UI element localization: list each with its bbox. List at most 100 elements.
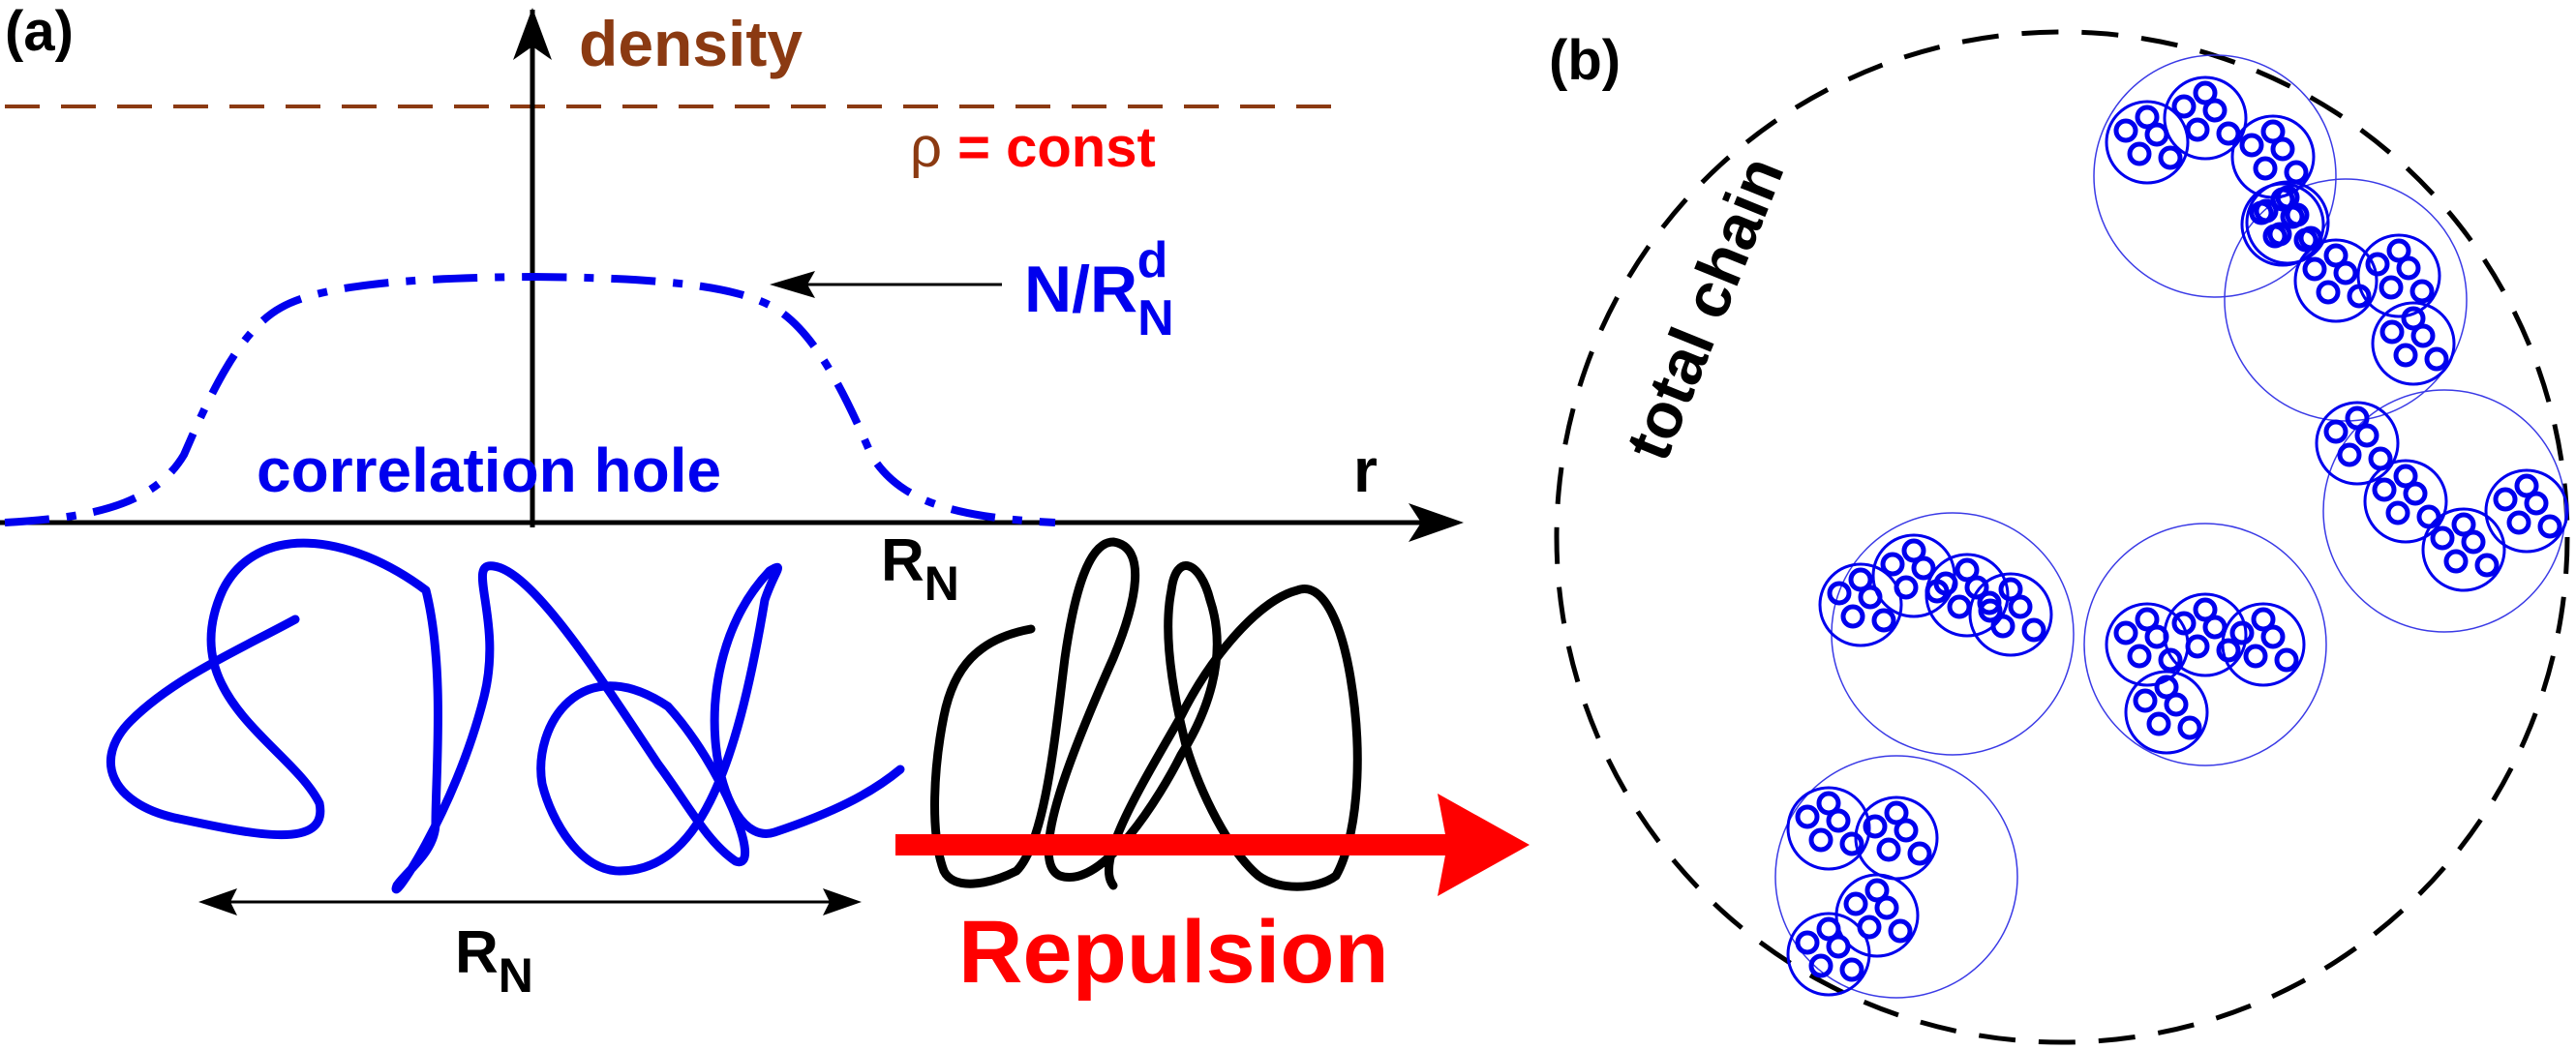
r-axis-arrowhead [1409,503,1464,542]
monomer-bead [1843,891,1868,916]
monomer-bead [1894,818,1919,843]
black-polymer-chain [930,537,1362,891]
cluster-circle-medium [1968,572,2053,657]
monomer-bead [1839,831,1864,856]
monomer-bead [2146,711,2171,736]
panel-a: (a) density r ρ = const N/RNd correlatio… [0,0,1530,1003]
monomer-bead [1874,895,1899,920]
monomer-bead [2274,647,2299,673]
chain-size-label: RN [455,919,533,1003]
monomer-bead [2443,549,2469,574]
monomer-bead [1947,594,1972,619]
monomer-bead [1955,557,1980,583]
cluster-circle-medium [1818,562,1903,647]
monomer-bead [1839,957,1864,982]
neighbor-size-subscript: N [924,556,959,611]
cluster-circle-medium [2363,459,2448,544]
monomer-bead [2260,119,2286,144]
curve-pointer-arrowhead [770,271,815,298]
monomer-bead [2229,620,2255,645]
cluster-circle-medium [2163,592,2248,677]
const-text: = const [942,116,1156,179]
monomer-bead [2216,638,2241,663]
monomer-bead [2275,185,2300,210]
chain-size-arrowhead-left [198,888,237,915]
fractal-chain [1774,54,2569,999]
monomer-bead [2193,80,2218,105]
monomer-bead [1871,608,1896,633]
curve-label-subscript: N [1137,290,1174,346]
curve-value-label: N/RNd [1024,232,1174,346]
monomer-bead [2267,222,2292,247]
density-axis-arrowhead [513,8,552,60]
monomer-bead [2270,136,2295,162]
monomer-bead [2474,553,2500,578]
monomer-bead [2451,512,2476,537]
blue-polymer-chain [106,538,905,894]
monomer-bead [1808,827,1834,853]
monomer-bead [2158,647,2183,673]
monomer-bead [2416,504,2441,529]
monomer-bead [2396,255,2421,281]
repulsion-arrow-shaft [895,834,1447,855]
monomer-bead [1998,577,2023,602]
monomer-bead [2461,529,2486,555]
monomer-bead [1840,604,1865,629]
monomer-bead [1826,934,1851,959]
cluster-circle-medium [2105,100,2190,185]
monomer-bead [2008,594,2033,619]
monomer-bead [2171,611,2197,636]
monomer-bead [1907,841,1932,866]
monomer-bead [2127,644,2152,669]
monomer-bead [2133,688,2158,713]
chain-size-subscript: N [499,948,533,1003]
cluster-circle-medium [2163,75,2248,161]
monomer-bead [2193,597,2218,622]
monomer-bead [1816,916,1841,942]
monomer-bead [2243,644,2268,669]
cluster-circle-medium [2221,602,2306,687]
monomer-bead [2393,343,2418,368]
monomer-bead [2354,423,2379,448]
monomer-bead [1901,538,1926,563]
monomer-bead [1848,567,1873,592]
cluster-circle-medium [2315,401,2400,486]
monomer-bead [1864,878,1890,903]
rho-symbol: ρ [910,116,942,179]
monomer-bead [1933,571,1958,596]
r-axis-label: r [1353,435,1378,505]
monomer-bead [1911,555,1936,581]
monomer-bead [2202,615,2227,640]
cluster-circle-medium [2293,238,2379,323]
monomer-bead [2135,105,2160,130]
monomer-bead [1826,808,1851,833]
monomer-bead [1888,918,1913,944]
monomer-bead [2260,624,2286,649]
monomer-bead [2113,118,2138,143]
monomer-bead [2253,156,2278,181]
monomer-bead [2430,525,2455,551]
correlation-hole-curve [4,272,1056,526]
correlation-hole-label: correlation hole [257,435,721,505]
monomer-bead [2379,319,2405,345]
repulsion-arrow-head [1438,794,1530,896]
total-chain-label: total chain [1611,147,1797,470]
monomer-bead [2385,500,2410,525]
monomer-bead [2379,275,2404,300]
monomer-bead [2185,117,2210,142]
monomer-bead [2202,98,2227,123]
monomer-bead [2135,607,2160,632]
monomer-bead [2127,141,2152,166]
rho-const-label: ρ = const [910,116,1156,179]
neighbor-size-base: R [881,527,924,594]
monomer-bead [1894,575,1919,600]
cluster-circle-large [2093,54,2337,298]
monomer-bead [2345,405,2370,431]
monomer-bead [2251,607,2276,632]
monomer-bead [2493,487,2518,512]
monomer-bead [2401,306,2426,331]
monomer-bead [2323,243,2349,268]
density-axis-label: density [579,8,803,79]
cluster-circle-medium [2124,670,2209,755]
monomer-bead [2285,202,2310,227]
